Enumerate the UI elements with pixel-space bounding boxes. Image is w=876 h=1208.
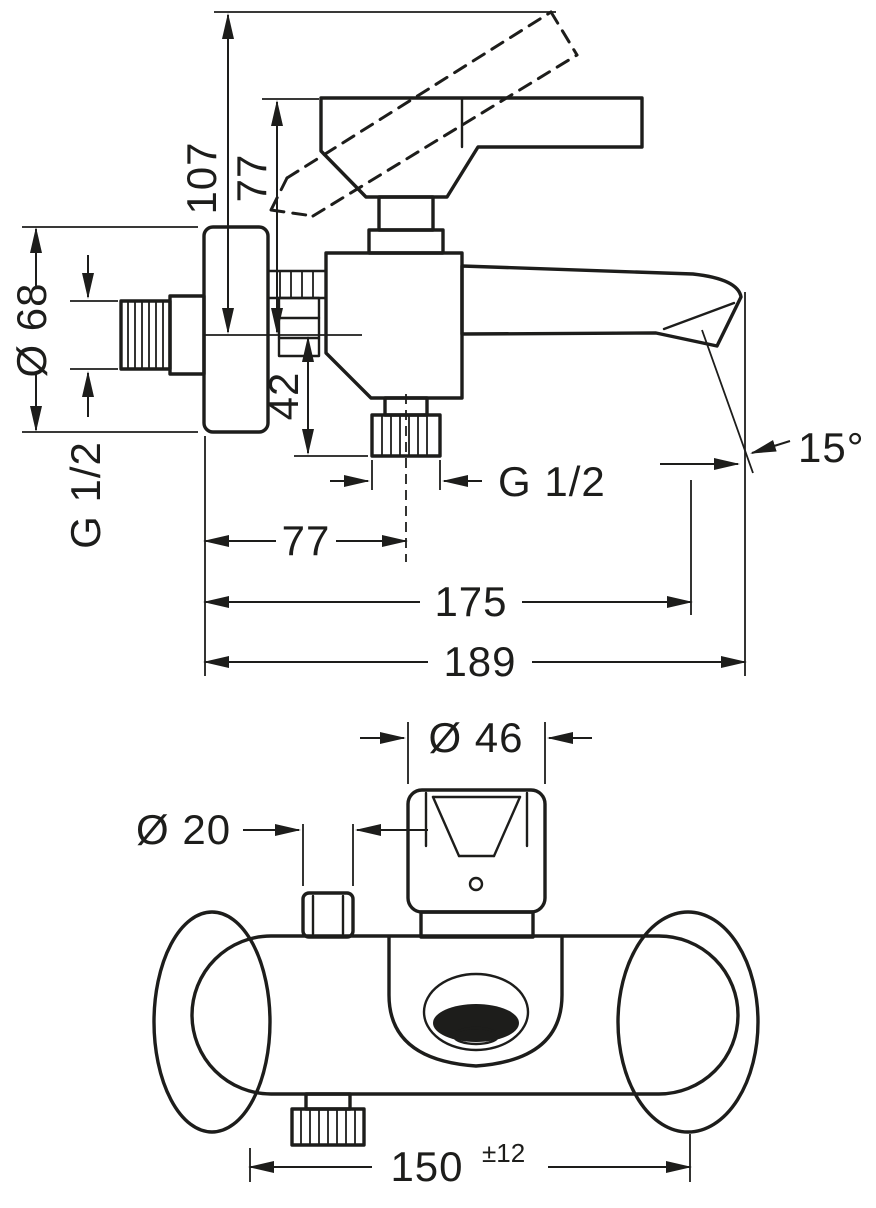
bottom-outlet <box>370 394 442 562</box>
dim-175-label: 175 <box>434 578 507 625</box>
spout <box>460 264 743 348</box>
central-outlet <box>387 935 564 1068</box>
dimension-angle-15: 15° <box>660 424 865 471</box>
dim-189-label: 189 <box>443 638 516 685</box>
dim-77-horizontal-label: 77 <box>282 517 331 564</box>
handle-front <box>406 788 547 914</box>
dimension-175: 175 <box>203 480 693 625</box>
outlet-thread-hatch <box>381 415 428 456</box>
outlet-front-thread-hatch <box>300 1109 356 1145</box>
mixer-body <box>324 251 464 400</box>
dim-107-label: 107 <box>178 141 225 214</box>
wall-escutcheon <box>202 225 270 434</box>
dimension-diameter-46: Ø 46 <box>360 714 592 784</box>
right-escutcheon <box>616 910 760 1134</box>
dimension-77-vertical: 77 <box>228 98 319 334</box>
dimension-42: 42 <box>260 336 368 457</box>
side-view <box>119 10 754 676</box>
left-escutcheon <box>152 910 272 1134</box>
dimension-107: 107 <box>178 11 556 334</box>
handle-dot <box>468 876 484 892</box>
dimension-outlet-thread: G 1/2 <box>330 458 606 505</box>
dim-42-label: 42 <box>260 372 307 421</box>
dim-diameter-68-label: Ø 68 <box>8 282 55 377</box>
dimension-diameter-20: Ø 20 <box>136 806 428 886</box>
dim-150-label: 150 <box>390 1143 463 1190</box>
dim-150-tolerance-label: ±12 <box>482 1138 525 1168</box>
bottom-outlet-front <box>290 1092 366 1147</box>
cartridge-neck <box>367 195 445 255</box>
dim-diameter-46-label: Ø 46 <box>428 714 523 761</box>
handle-lever <box>319 96 644 199</box>
dimension-inlet-thread: G 1/2 <box>62 255 118 549</box>
dim-outlet-thread-label: G 1/2 <box>498 458 606 505</box>
dim-diameter-20-label: Ø 20 <box>136 806 231 853</box>
dim-inlet-thread-label: G 1/2 <box>62 441 109 549</box>
diverter-knob <box>301 891 355 939</box>
handle-stem <box>419 910 535 939</box>
dimension-77-horizontal: 77 <box>203 436 408 676</box>
mixer-body-front <box>190 934 740 1096</box>
dim-77-vertical-label: 77 <box>228 154 275 203</box>
side-view-dimensions: 107 77 Ø 68 G 1/2 42 <box>8 11 865 685</box>
dimension-150: 150 ±12 <box>248 1134 692 1190</box>
inlet-thread-hatch <box>127 301 164 369</box>
handle-raised-position-dashed <box>269 10 579 218</box>
dim-angle-15-label: 15° <box>798 424 865 471</box>
dimension-diameter-68: Ø 68 <box>8 226 198 433</box>
front-view <box>152 788 760 1147</box>
angle-construction <box>701 292 754 676</box>
front-view-dimensions: Ø 46 Ø 20 150 ±12 <box>136 714 692 1190</box>
inlet-connector <box>119 294 206 376</box>
dimension-189: 189 <box>203 638 747 685</box>
